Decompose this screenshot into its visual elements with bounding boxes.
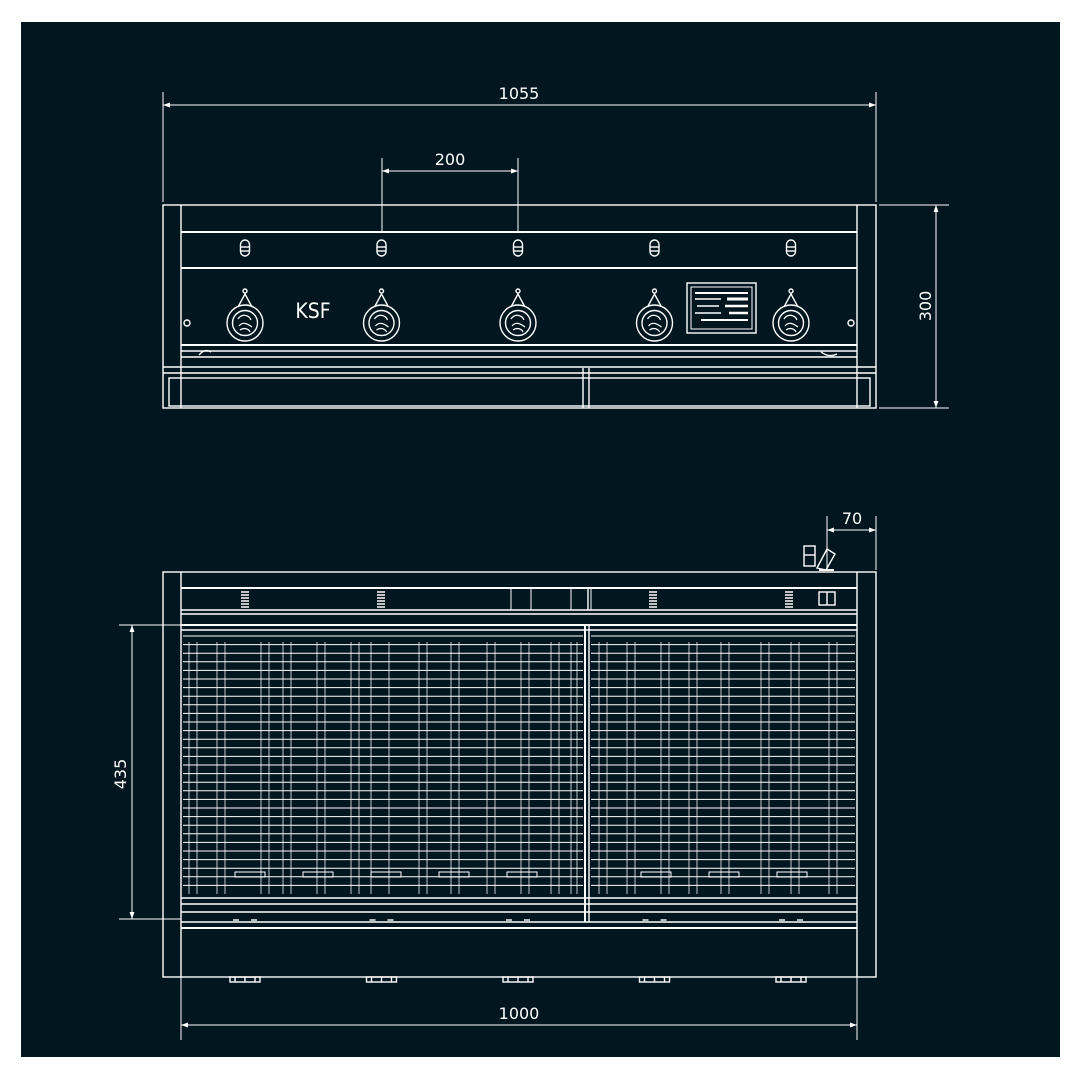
dimension-gas-offset: 70 — [842, 509, 862, 528]
top-dimensions — [119, 516, 877, 1040]
gas-connector-icon — [803, 545, 836, 606]
front-view — [162, 204, 877, 409]
dimension-cooking-width: 1000 — [499, 1004, 540, 1023]
technical-drawing: KSF 1055 200 300 — [21, 22, 1060, 1057]
spring-icon — [241, 591, 249, 608]
burner-knob-icon — [499, 288, 537, 342]
data-plate-icon — [686, 282, 757, 334]
foot-icon — [502, 919, 534, 983]
front-drip-tray — [168, 377, 871, 407]
dimension-cooking-depth: 435 — [111, 759, 130, 790]
pilot-lamp-icon — [649, 239, 660, 257]
burner-knob-icon — [226, 288, 264, 342]
spring-icon — [377, 591, 385, 608]
grill-grate — [183, 635, 855, 894]
burner-knob-icon — [362, 288, 401, 342]
pilot-lamp-icon — [239, 239, 251, 257]
pilot-lamp-icon — [376, 239, 387, 257]
dimension-overall-width: 1055 — [499, 84, 540, 103]
drawing-background — [21, 22, 1060, 1057]
burner-knob-icon — [772, 288, 810, 342]
pilot-lamp-icon — [785, 239, 797, 257]
brand-logo: KSF — [295, 299, 330, 323]
front-housing — [162, 204, 877, 409]
foot-icon — [775, 919, 807, 983]
foot-icon — [638, 919, 671, 983]
pilot-lamp-icon — [512, 239, 524, 257]
foot-icon — [365, 919, 398, 983]
spring-icon — [785, 591, 793, 608]
dimension-height: 300 — [916, 291, 935, 322]
top-view — [162, 545, 877, 983]
foot-icon — [229, 919, 261, 983]
dimension-knob-spacing: 200 — [435, 150, 466, 169]
screw-icon — [183, 319, 191, 327]
drawing-panel: KSF 1055 200 300 — [21, 22, 1060, 1057]
burner-knob-icon — [635, 288, 674, 342]
screw-icon — [847, 319, 855, 327]
front-dimensions — [162, 92, 949, 409]
spring-icon — [649, 591, 657, 608]
